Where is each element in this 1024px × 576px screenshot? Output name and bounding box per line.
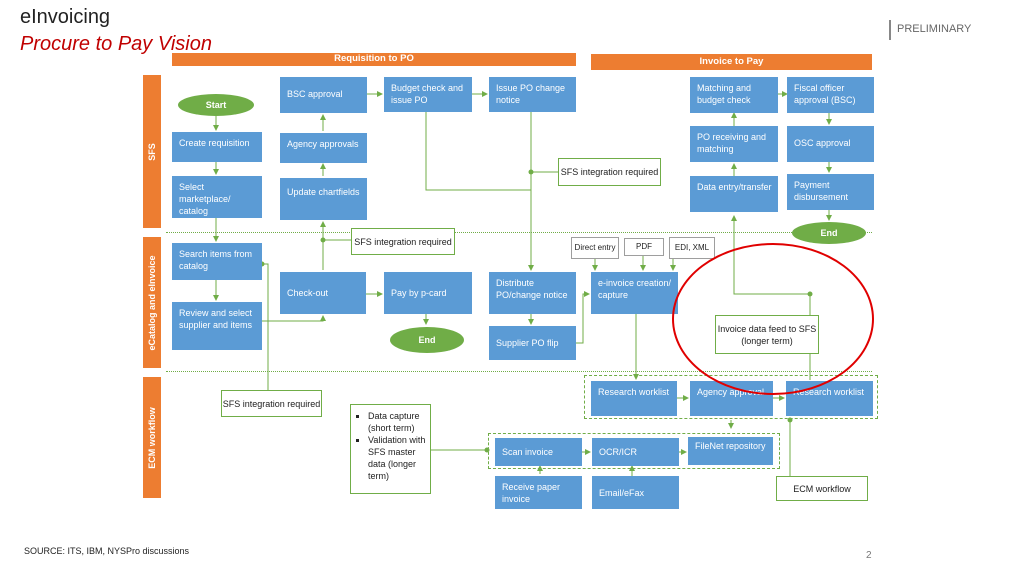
filenet-repository-node[interactable]: FileNet repository: [688, 437, 773, 465]
sfs-integration-note-1: SFS integration required: [351, 228, 455, 255]
review-select-node[interactable]: Review and select supplier and items: [172, 302, 262, 350]
data-entry-node[interactable]: Data entry/transfer: [690, 176, 778, 212]
distribute-po-node[interactable]: Distribute PO/change notice: [489, 272, 576, 314]
osc-approval-node[interactable]: OSC approval: [787, 126, 874, 162]
lane-ecm: ECM workflow: [143, 377, 161, 498]
search-items-node[interactable]: Search items from catalog: [172, 243, 262, 280]
supplier-po-flip-node[interactable]: Supplier PO flip: [489, 326, 576, 360]
lane-separator-1: [166, 232, 872, 233]
agency-approvals-node[interactable]: Agency approvals: [280, 133, 367, 163]
ocr-icr-node[interactable]: OCR/ICR: [592, 438, 679, 466]
start-node[interactable]: Start: [178, 94, 254, 116]
page-number: 2: [866, 550, 872, 561]
select-marketplace-node[interactable]: Select marketplace/ catalog: [172, 176, 262, 218]
email-efax-node[interactable]: Email/eFax: [592, 476, 679, 509]
edi-xml-channel: EDI, XML: [669, 237, 715, 259]
ecm-workflow-note: ECM workflow: [776, 476, 868, 501]
update-chartfields-node[interactable]: Update chartfields: [280, 178, 367, 220]
sfs-integration-note-2: SFS integration required: [558, 158, 661, 186]
create-requisition-node[interactable]: Create requisition: [172, 132, 262, 162]
checkout-node[interactable]: Check-out: [280, 272, 366, 314]
budget-check-node[interactable]: Budget check and issue PO: [384, 77, 472, 112]
preliminary-badge: PRELIMINARY: [889, 20, 971, 40]
bsc-approval-node[interactable]: BSC approval: [280, 77, 367, 113]
bullet-data-capture: Data capture (short term): [368, 410, 427, 434]
highlight-ellipse: [672, 243, 874, 395]
payment-disbursement-node[interactable]: Payment disbursement: [787, 174, 874, 210]
scan-invoice-node[interactable]: Scan invoice: [495, 438, 582, 466]
bullet-validation: Validation with SFS master data (longer …: [368, 434, 427, 482]
lane-separator-2: [166, 371, 872, 372]
source-note: SOURCE: ITS, IBM, NYSPro discussions: [24, 546, 190, 556]
band-invoice-to-pay: Invoice to Pay: [591, 54, 872, 70]
receive-paper-node[interactable]: Receive paper invoice: [495, 476, 582, 509]
end-node-pcard[interactable]: End: [390, 327, 464, 353]
research-worklist-1-node[interactable]: Research worklist: [591, 381, 677, 416]
end-node-payment[interactable]: End: [792, 222, 866, 244]
fiscal-officer-node[interactable]: Fiscal officer approval (BSC): [787, 77, 874, 113]
pdf-channel: PDF: [624, 238, 664, 256]
matching-budget-node[interactable]: Matching and budget check: [690, 77, 778, 113]
lane-sfs: SFS: [143, 75, 161, 228]
pay-pcard-node[interactable]: Pay by p-card: [384, 272, 472, 314]
page-subtitle: Procure to Pay Vision: [20, 33, 212, 55]
direct-entry-channel: Direct entry: [571, 237, 619, 259]
issue-po-change-node[interactable]: Issue PO change notice: [489, 77, 576, 112]
einvoice-creation-node[interactable]: e-invoice creation/ capture: [591, 272, 678, 314]
band-requisition-to-po: Requisition to PO: [172, 53, 576, 66]
po-receiving-node[interactable]: PO receiving and matching: [690, 126, 778, 162]
page-title: eInvoicing: [20, 6, 111, 28]
sfs-integration-note-3: SFS integration required: [221, 390, 322, 417]
lane-ecatalog: eCatalog and eInvoice: [143, 237, 161, 368]
capture-bullets-note: Data capture (short term) Validation wit…: [350, 404, 431, 494]
